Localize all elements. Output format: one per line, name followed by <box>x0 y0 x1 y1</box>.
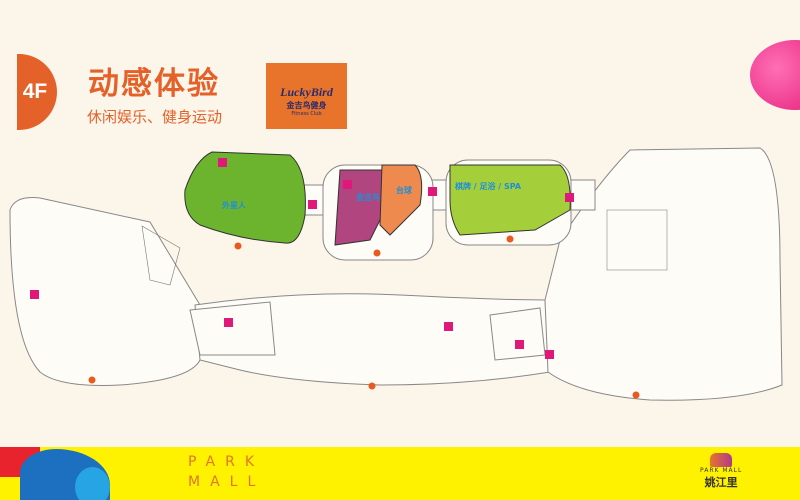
east-wing <box>544 147 783 401</box>
entrance-markers <box>88 235 640 399</box>
zone-label-spa: 棋牌 / 足浴 / SPA <box>454 181 522 191</box>
hatched-area <box>141 225 181 286</box>
zone-label-alien: 外星人 <box>222 200 247 210</box>
page-title: 动感体验 <box>88 66 220 102</box>
logo-en: PARK MALL <box>700 467 743 474</box>
floor-map: 外星人 金吉鸟 台球 棋牌 / 足浴 / SPA <box>9 147 783 401</box>
atrium-west <box>189 301 276 356</box>
west-wing <box>9 197 201 386</box>
page-subtitle: 休闲娱乐、健身运动 <box>87 108 223 126</box>
logo-cn: 金吉鸟健身 <box>286 101 327 110</box>
decorative-pink-circle <box>750 40 800 110</box>
park-mall-logo[interactable]: PARK MALL 姚江里 <box>700 453 742 490</box>
zone-billiards[interactable] <box>379 164 423 236</box>
park-line2: MALL <box>188 474 266 490</box>
logo-tag: Fitness Club <box>291 111 322 117</box>
atrium-east <box>489 307 546 361</box>
park-line1: PARK <box>188 454 265 470</box>
park-mall-text: PARK MALL <box>188 452 265 492</box>
grid-area <box>606 209 668 271</box>
logo-name: LuckyBird <box>280 85 333 99</box>
footer-banner: PARK MALL PARK MALL 姚江里 <box>0 447 800 500</box>
luckybird-logo[interactable]: LuckyBird 金吉鸟健身 Fitness Club <box>266 63 347 129</box>
zone-label-billiards: 台球 <box>396 185 413 195</box>
zone-alien[interactable] <box>184 151 306 244</box>
zone-label-luckybird: 金吉鸟 <box>355 192 380 202</box>
floor-badge: 4F <box>17 54 57 130</box>
zone-chess-spa[interactable] <box>449 164 571 236</box>
logo-cn: 姚江里 <box>704 476 738 489</box>
elevator-icons <box>30 158 574 359</box>
mall-logo-icon <box>710 453 733 467</box>
decor-lightblue <box>75 467 110 500</box>
